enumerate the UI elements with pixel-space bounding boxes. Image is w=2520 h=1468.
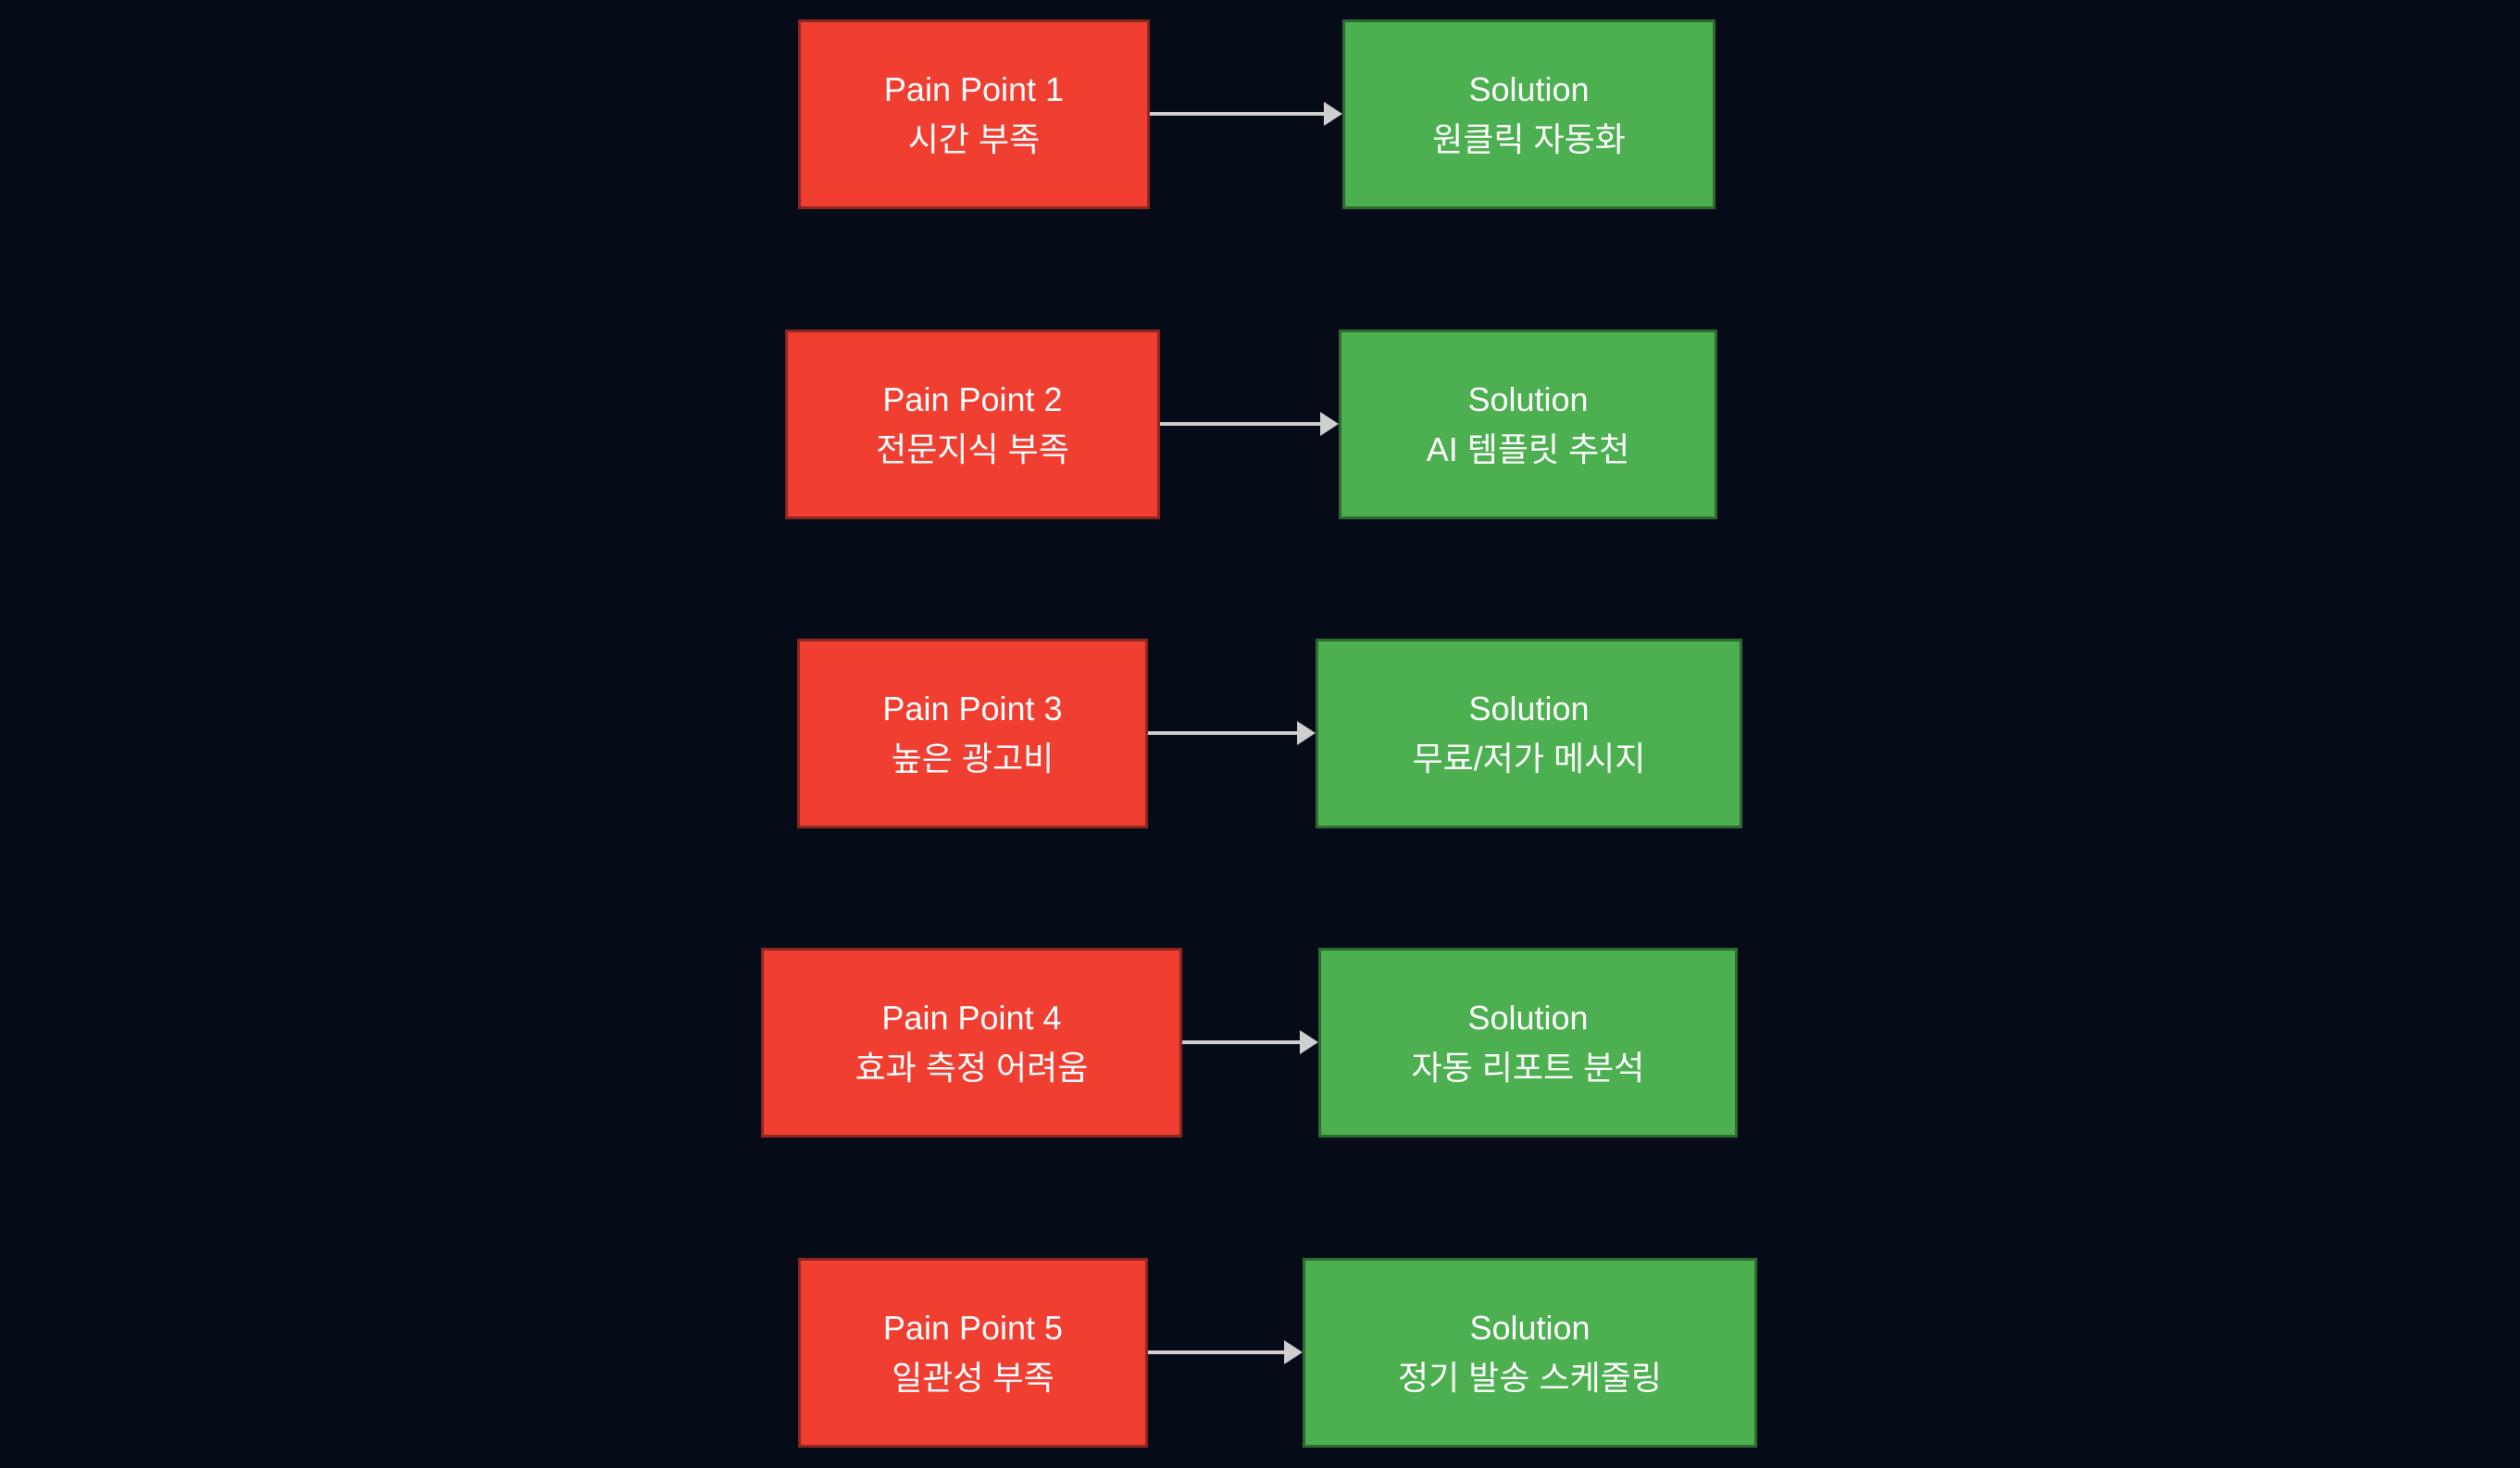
pain-point-title: Pain Point 5: [882, 1308, 1064, 1347]
solution-title: Solution: [1467, 998, 1589, 1037]
solution-label: 무료/저가 메시지: [1412, 739, 1646, 778]
pain-point-3-box: Pain Point 3 높은 광고비: [797, 639, 1148, 828]
solution-label: 원클릭 자동화: [1432, 119, 1626, 158]
arrow-right-icon: [1320, 412, 1339, 436]
pain-point-5-box: Pain Point 5 일관성 부족: [798, 1258, 1148, 1448]
pain-point-title: Pain Point 1: [883, 69, 1065, 108]
pain-point-label: 전문지식 부족: [876, 429, 1069, 468]
pain-point-label: 시간 부족: [907, 119, 1041, 158]
arrow-line: [1160, 422, 1320, 426]
solution-4-box: Solution 자동 리포트 분석: [1318, 948, 1738, 1138]
solution-5-box: Solution 정기 발송 스케줄링: [1303, 1258, 1757, 1448]
solution-title: Solution: [1469, 1308, 1591, 1347]
solution-label: 자동 리포트 분석: [1411, 1048, 1645, 1087]
arrow-line: [1150, 112, 1324, 116]
solution-label: AI 템플릿 추천: [1426, 429, 1630, 468]
solution-2-box: Solution AI 템플릿 추천: [1339, 330, 1717, 519]
arrow-right-icon: [1297, 721, 1316, 745]
pain-point-4-box: Pain Point 4 효과 측정 어려움: [761, 948, 1182, 1138]
arrow-line: [1182, 1040, 1300, 1044]
solution-label: 정기 발송 스케줄링: [1398, 1358, 1662, 1397]
pain-point-label: 효과 측정 어려움: [855, 1048, 1089, 1087]
solution-title: Solution: [1468, 69, 1590, 108]
pain-point-title: Pain Point 4: [881, 998, 1062, 1037]
arrow-right-icon: [1324, 102, 1342, 126]
pain-point-label: 높은 광고비: [891, 739, 1054, 778]
solution-3-box: Solution 무료/저가 메시지: [1316, 639, 1742, 828]
solution-1-box: Solution 원클릭 자동화: [1342, 19, 1715, 209]
solution-title: Solution: [1467, 379, 1589, 418]
arrow-right-icon: [1284, 1340, 1303, 1364]
pain-point-title: Pain Point 2: [882, 379, 1063, 418]
solution-title: Solution: [1468, 689, 1590, 728]
arrow-line: [1148, 731, 1297, 735]
pain-point-label: 일관성 부족: [892, 1358, 1054, 1397]
pain-point-1-box: Pain Point 1 시간 부족: [798, 19, 1150, 209]
pain-point-2-box: Pain Point 2 전문지식 부족: [785, 330, 1160, 519]
pain-point-title: Pain Point 3: [882, 689, 1063, 728]
arrow-line: [1148, 1350, 1284, 1354]
arrow-right-icon: [1300, 1030, 1318, 1054]
